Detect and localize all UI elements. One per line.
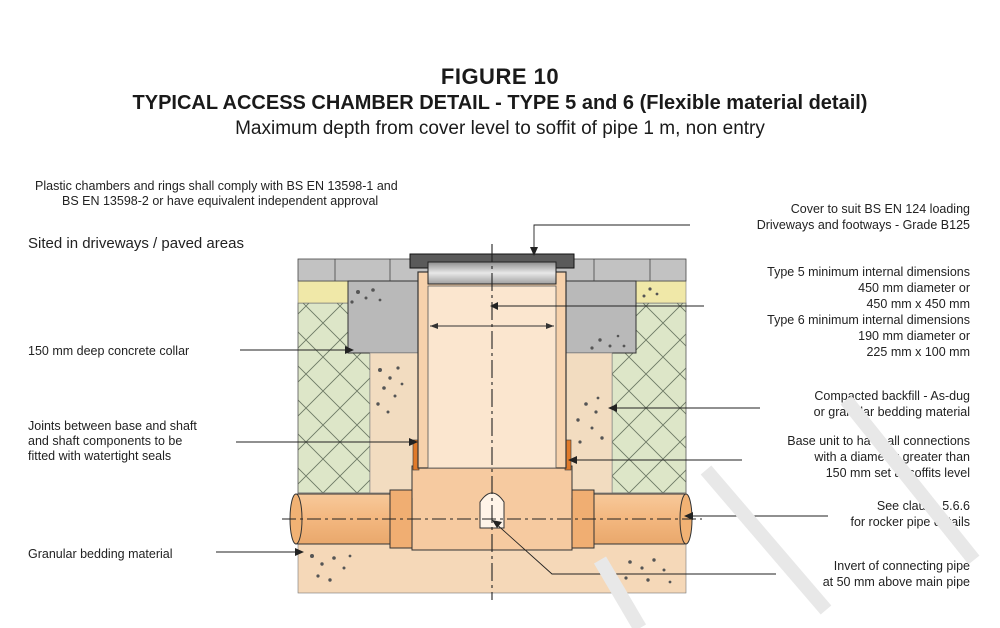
dimension-arrow-left [430,323,438,329]
watermark-strokes [593,395,980,628]
note-type5-3: 450 mm x 450 mm [866,297,970,311]
backfill-right [565,352,613,494]
note-type5-1: Type 5 minimum internal dimensions [767,265,970,279]
note-collar: 150 mm deep concrete collar [28,344,190,358]
figure-subtitle: Maximum depth from cover level to soffit… [235,118,765,139]
figure-title: TYPICAL ACCESS CHAMBER DETAIL - TYPE 5 a… [132,92,868,114]
leader-arrowheads [295,247,693,556]
leader-lines [216,224,828,575]
note-cover-2: Driveways and footways - Grade B125 [756,218,970,232]
note-joints-3: fitted with watertight seals [28,449,172,463]
backfill-left [369,352,419,494]
note-sited: Sited in driveways / paved areas [28,235,244,252]
note-cover-1: Cover to suit BS EN 124 loading [790,202,970,216]
note-invert-2: at 50 mm above main pipe [822,575,970,589]
note-joints-1: Joints between base and shaft [28,419,197,433]
note-granular: Granular bedding material [28,547,173,561]
note-type5-2: 450 mm diameter or [858,281,970,295]
dimension-arrow-right [546,323,554,329]
figure-title-block: FIGURE 10 TYPICAL ACCESS CHAMBER DETAIL … [0,64,1000,142]
concrete-collar-right [563,280,637,354]
gravel-texture [310,287,672,584]
note-plastic-chambers-1: Plastic chambers and rings shall comply … [35,179,398,193]
note-plastic-chambers-2: BS EN 13598-2 or have equivalent indepen… [62,194,379,208]
note-type6-1: Type 6 minimum internal dimensions [767,313,970,327]
note-type6-2: 190 mm diameter or [858,329,970,343]
figure-number: FIGURE 10 [440,64,560,89]
note-type6-3: 225 mm x 100 mm [866,345,970,359]
note-joints-2: and shaft components to be [28,434,183,448]
note-invert-1: Invert of connecting pipe [833,559,970,573]
